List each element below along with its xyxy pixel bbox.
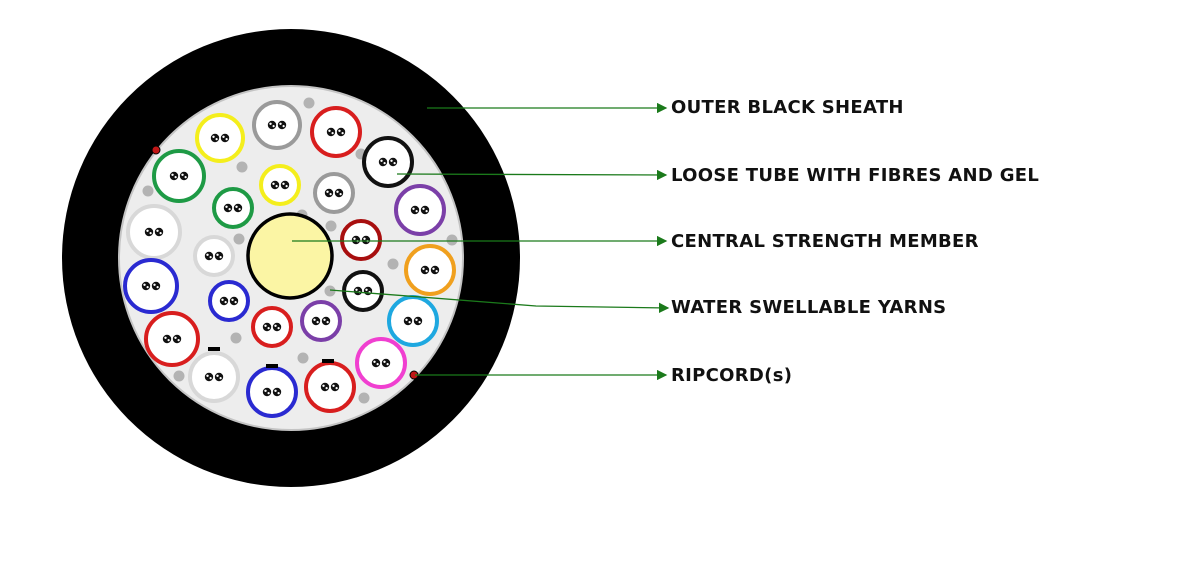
- central-strength-member: [246, 212, 334, 300]
- loose-tube-purple: [300, 300, 342, 342]
- loose-tube-white: [126, 204, 182, 260]
- fibre-bundle: [410, 205, 430, 215]
- fibre-bundle: [378, 157, 398, 167]
- loose-tube-grey: [252, 100, 302, 150]
- water-swellable-yarn: [236, 161, 248, 173]
- label-central-strength-member: CENTRAL STRENGTH MEMBER: [671, 231, 979, 252]
- water-swellable-yarn: [230, 332, 242, 344]
- fibre-bundle: [210, 133, 230, 143]
- loose-tube-orange: [404, 244, 456, 296]
- leader-lines: [292, 102, 670, 381]
- fibre-bundle: [219, 296, 239, 306]
- water-swellable-yarn: [173, 370, 185, 382]
- loose-tube-white: [188, 351, 240, 403]
- water-swellable-yarn: [358, 392, 370, 404]
- fibre-bundle: [371, 358, 391, 368]
- water-swellable-yarn: [324, 285, 336, 297]
- loose-tube-yellow: [259, 164, 301, 206]
- loose-tube-purple: [394, 184, 446, 236]
- fibre-bundle: [320, 382, 340, 392]
- loose-tube-red: [144, 311, 200, 367]
- fibre-bundle: [169, 171, 189, 181]
- water-swellable-yarn: [303, 97, 315, 109]
- loose-tube-red: [304, 361, 356, 413]
- loose-tube-yellow: [195, 113, 245, 163]
- fibre-bundle: [311, 316, 331, 326]
- loose-tube-red: [251, 306, 293, 348]
- label-outer-black-sheath: OUTER BLACK SHEATH: [671, 97, 904, 118]
- water-swellable-yarn: [233, 233, 245, 245]
- water-swellable-yarns: [142, 97, 458, 404]
- loose-tubes: [123, 100, 456, 418]
- ripcord: [151, 145, 161, 155]
- loose-tube-dark_red: [340, 219, 382, 261]
- loose-tube-black: [342, 270, 384, 312]
- loose-tube-red: [310, 106, 362, 158]
- fibre-bundle: [144, 227, 164, 237]
- fibre-bundle: [420, 265, 440, 275]
- loose-tube-grey: [313, 172, 355, 214]
- loose-tube-blue: [246, 366, 298, 418]
- loose-tube-black: [362, 136, 414, 188]
- fibre-bundle: [223, 203, 243, 213]
- fibre-bundle: [326, 127, 346, 137]
- water-swellable-yarn: [142, 185, 154, 197]
- filler-mark: [266, 364, 278, 368]
- loose-tube-blue: [123, 258, 179, 314]
- fibre-bundle: [262, 322, 282, 332]
- loose-tube-blue: [208, 280, 250, 322]
- fibre-bundle: [204, 251, 224, 261]
- label-water-swellable-yarns: WATER SWELLABLE YARNS: [671, 297, 947, 318]
- loose-tube-green: [152, 149, 206, 203]
- fibre-bundle: [324, 188, 344, 198]
- leader-line-loose-tube: [396, 169, 668, 181]
- filler-mark: [208, 347, 220, 351]
- water-swellable-yarn: [446, 234, 458, 246]
- fibre-bundle: [403, 316, 423, 326]
- fibre-bundle: [262, 387, 282, 397]
- loose-tube-rose: [355, 337, 407, 389]
- label-ripcord: RIPCORD(s): [671, 365, 793, 386]
- fibre-bundle: [162, 334, 182, 344]
- label-loose-tube: LOOSE TUBE WITH FIBRES AND GEL: [671, 165, 1040, 186]
- loose-tube-aqua: [387, 295, 439, 347]
- filler-mark: [322, 359, 334, 363]
- fibre-bundle: [204, 372, 224, 382]
- fibre-bundle: [267, 120, 287, 130]
- loose-tube-white: [193, 235, 235, 277]
- loose-tube-green: [212, 187, 254, 229]
- fibre-bundle: [141, 281, 161, 291]
- water-swellable-yarn: [325, 220, 337, 232]
- fibre-bundle: [270, 180, 290, 190]
- water-swellable-yarn: [387, 258, 399, 270]
- water-swellable-yarn: [297, 352, 309, 364]
- leader-line-swellable-yarns: [329, 289, 670, 314]
